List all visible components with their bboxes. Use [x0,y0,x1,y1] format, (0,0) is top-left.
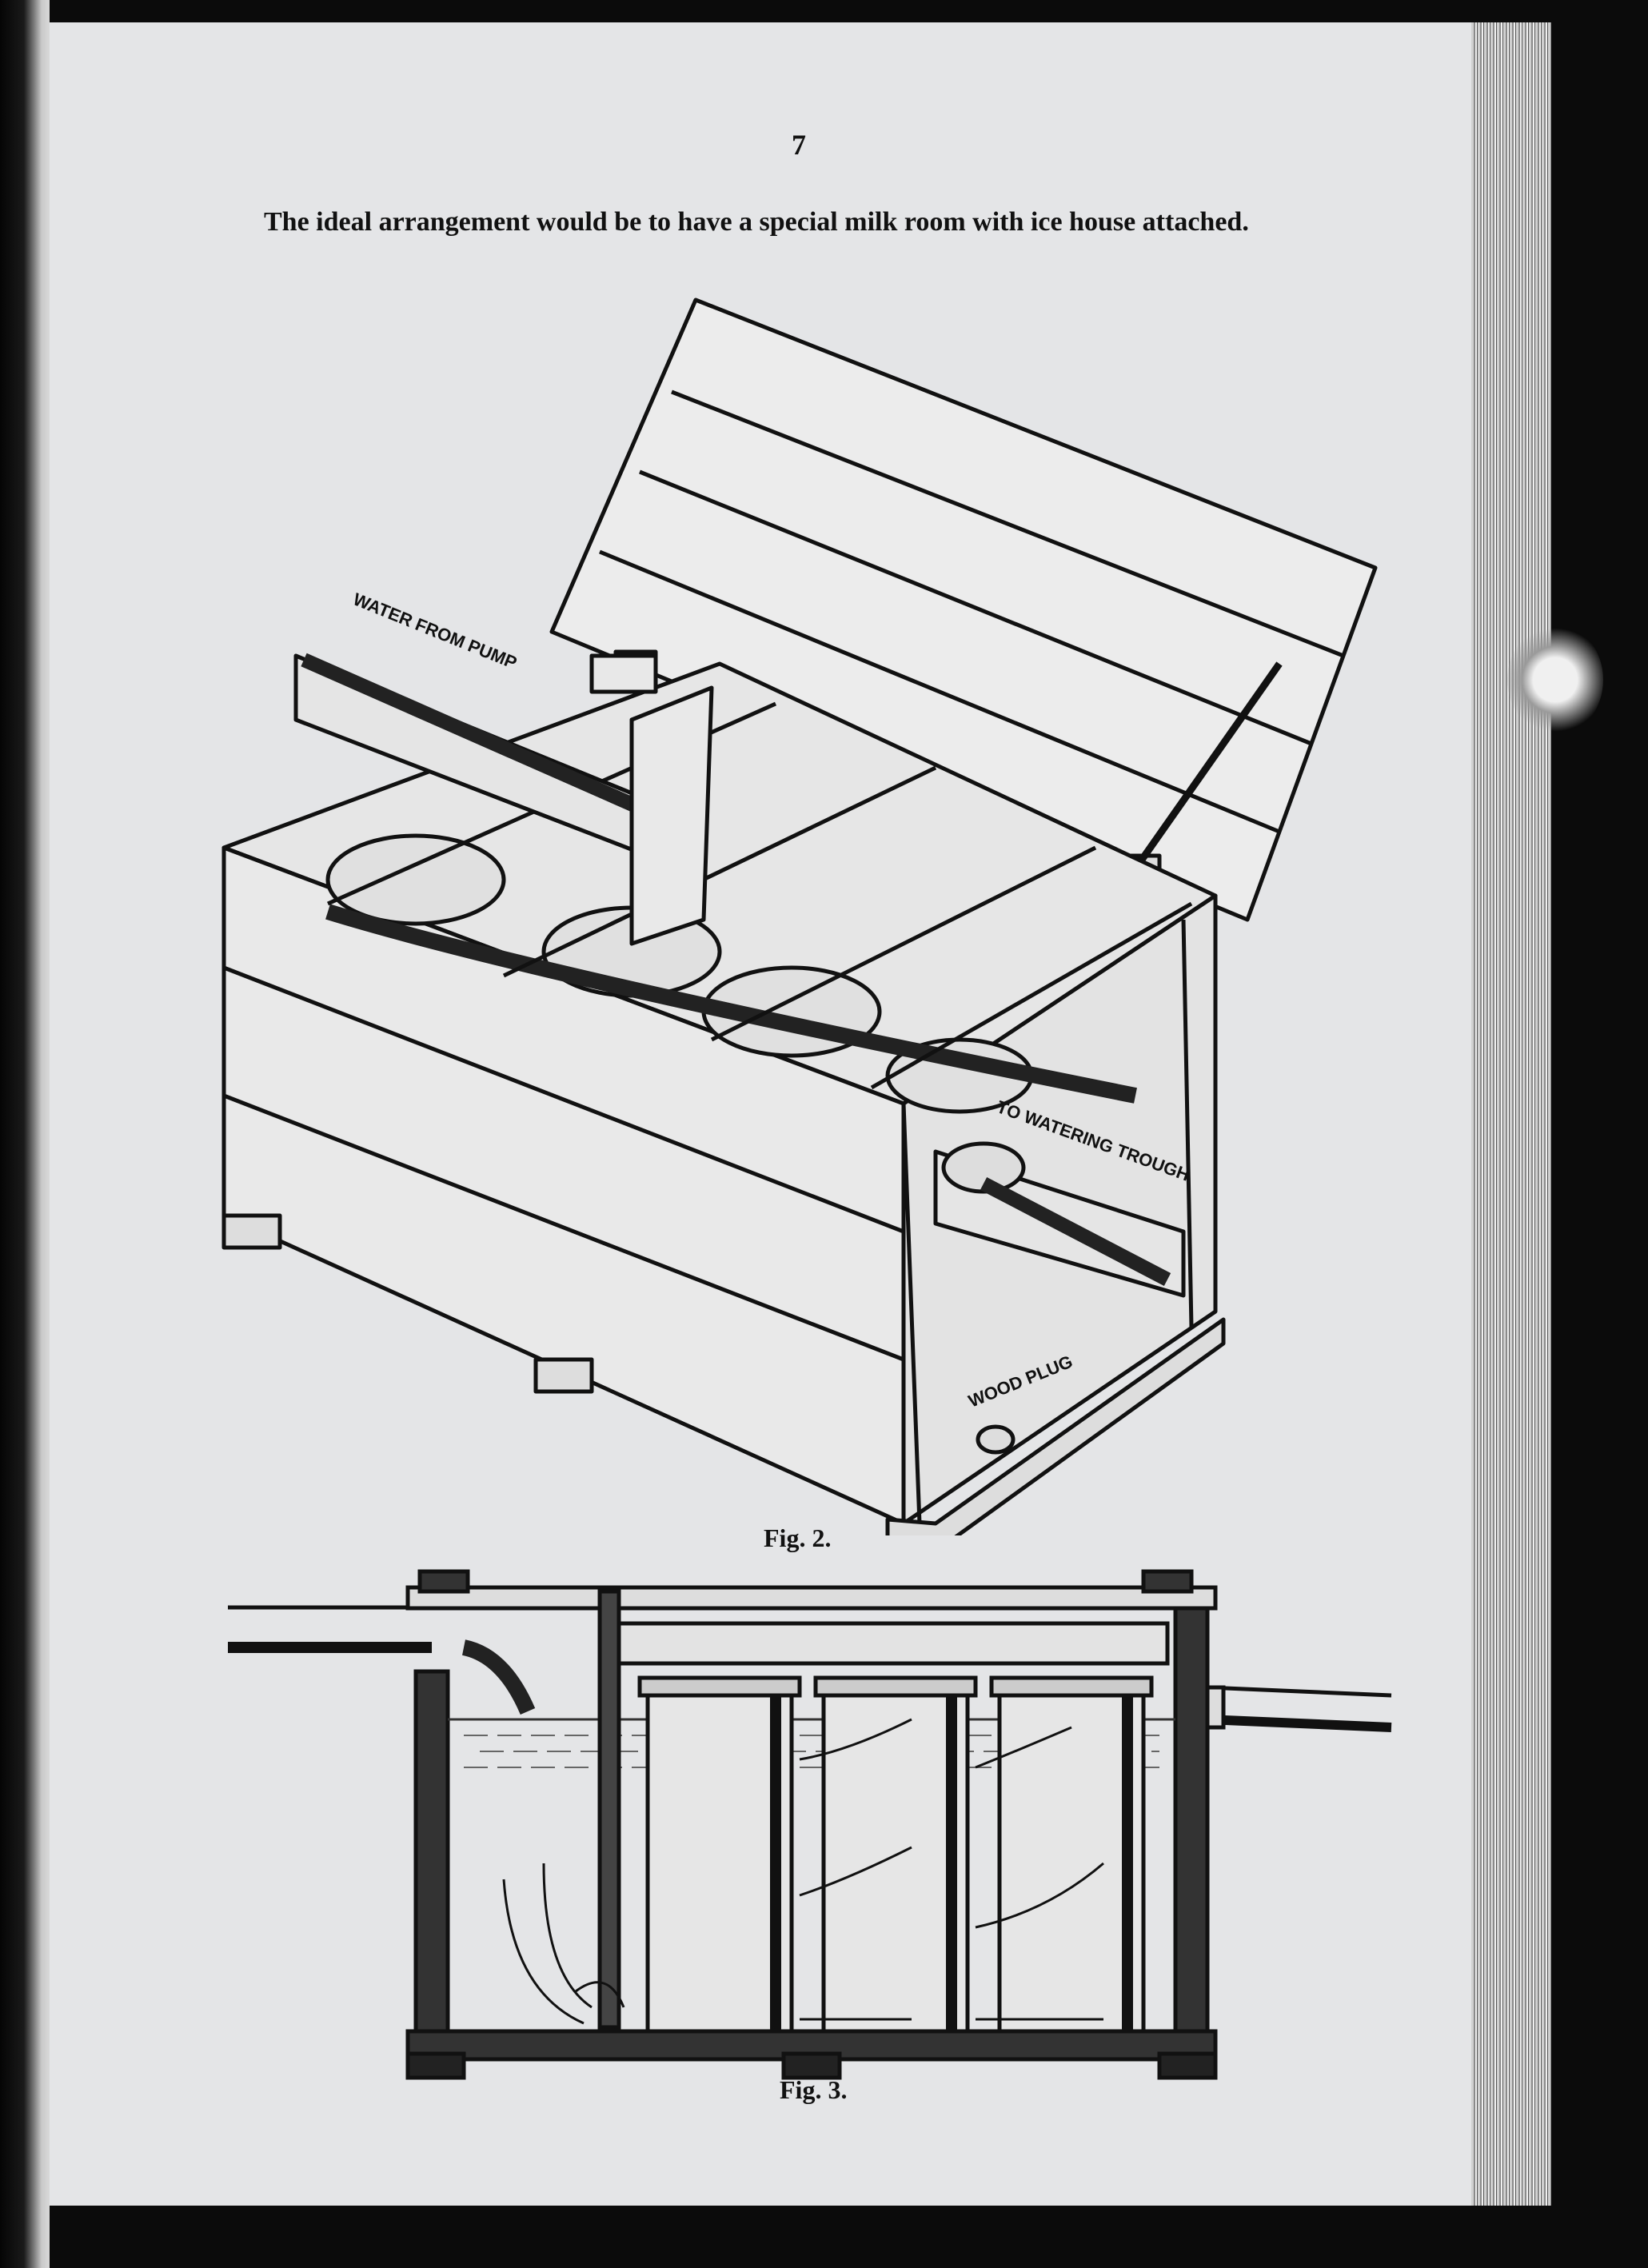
label-water-from-pump: WATER FROM PUMP [350,589,520,673]
page-fore-edge [1471,22,1551,2206]
figure-2-caption: Fig. 2. [764,1523,832,1552]
page-number: 7 [792,129,806,161]
milk-cooling-box-drawing: WATER FROM PUMP TO WATERING TROUGH WOOD … [221,297,1378,1535]
figure-2-illustration: WATER FROM PUMP TO WATERING TROUGH WOOD … [216,288,1391,1535]
book-gutter [0,0,50,2268]
figure-3-caption: Fig. 3. [780,2075,848,2104]
paper-stain [1507,624,1603,736]
body-paragraph: The ideal arrangement would be to have a… [264,207,1249,237]
figure-3-illustration [224,1559,1407,2087]
tank-cross-section-drawing [228,1569,1392,2080]
